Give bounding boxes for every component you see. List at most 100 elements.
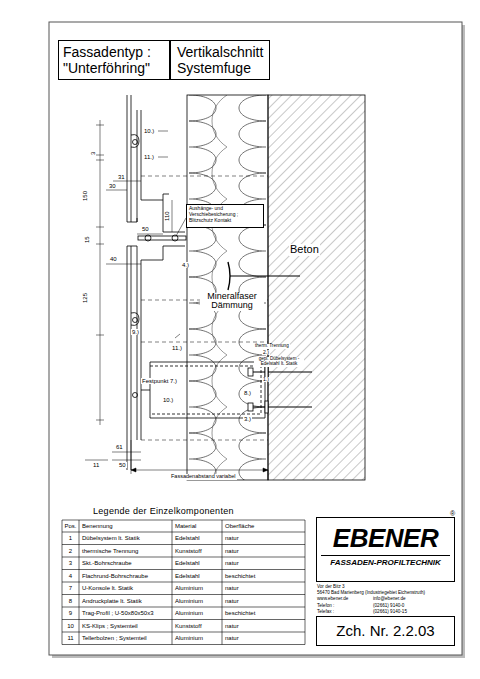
table-line: [62, 544, 305, 545]
box-text: EBENER: [321, 524, 450, 553]
drawing-label: gepl. Dübelsystem - Edelstahl lt. Statik: [254, 357, 304, 367]
table-line: [172, 520, 173, 645]
dimension: 31: [117, 174, 126, 180]
address-line: (02661) 9140-15: [372, 610, 408, 615]
table-cell: 8: [68, 598, 73, 604]
table-cell: 11: [66, 635, 74, 641]
table-cell: 7: [68, 585, 73, 591]
callout-number: 2.): [262, 350, 270, 355]
drawing-label: Mineralfaser Dämmung: [200, 292, 264, 311]
dimension: 61: [115, 444, 124, 450]
table-header: Material: [174, 523, 197, 529]
address-line: Telefon :: [316, 604, 335, 609]
table-line: [62, 532, 305, 533]
table-cell: natur: [224, 598, 240, 604]
drawing-label: therm. Trennung: [254, 344, 290, 349]
box-text: Zch. Nr. 2.2.03: [321, 622, 450, 639]
address-line: info@ebener.de: [372, 597, 407, 602]
callout-number: 3.): [243, 416, 252, 422]
table-cell: Aluminium: [174, 598, 204, 604]
dimension: 40: [109, 256, 118, 262]
callout-number: 10.): [143, 128, 155, 134]
drawing-label: Fassadenabstand variabel: [170, 474, 237, 480]
table-cell: Kunststoff: [174, 623, 203, 629]
dimension: 11: [92, 462, 100, 468]
company-logo: EBENER FASSADEN-PROFILTECHNIK: [316, 517, 455, 582]
table-line: [62, 619, 305, 620]
table-cell: natur: [224, 548, 240, 554]
dimension: 15: [84, 235, 90, 244]
dimension: 30: [108, 183, 117, 189]
table-cell: KS-Klips ; Systemteil: [81, 623, 139, 629]
table-cell: Edelstahl: [174, 573, 201, 579]
drawing-label: Beton: [289, 244, 320, 256]
table-line: [62, 557, 305, 558]
table-line: [62, 644, 305, 645]
dimension: 3: [90, 151, 96, 156]
title-cell: Fassadentyp : "Unterföhring": [58, 40, 170, 80]
callout-number: Festpunkt 7.): [141, 378, 178, 384]
table-header: Oberfläche: [224, 523, 255, 529]
dimension: 150: [82, 190, 88, 202]
table-cell: Tellerbolzen ; Systemteil: [81, 635, 148, 641]
table-cell: beschichtet: [224, 573, 256, 579]
table-cell: natur: [224, 585, 240, 591]
table-line: [222, 520, 223, 645]
address-line: Vor der Bitz 3: [316, 585, 346, 590]
table-line: [62, 594, 305, 595]
table-cell: Aluminium: [174, 610, 204, 616]
callout-box: Aushänge- und Verschiebesicherung ; Blit…: [186, 204, 264, 228]
table-cell: Aluminium: [174, 635, 204, 641]
table-cell: 9: [68, 610, 73, 616]
address-line: www.ebener.de: [316, 597, 349, 602]
box-subtext: FASSADEN-PROFILTECHNIK: [321, 555, 450, 567]
legend-title: Legende der Einzelkomponenten: [92, 507, 235, 516]
callout-number: 10.): [162, 397, 174, 403]
table-cell: natur: [224, 535, 240, 541]
table-cell: Andruckplatte lt. Statik: [81, 598, 143, 604]
table-cell: Skt.-Bohrschraube: [81, 560, 133, 566]
table-line: [62, 520, 305, 521]
drawing-label: ®: [449, 510, 456, 517]
callout-number: 11.): [143, 154, 155, 160]
table-cell: natur: [224, 635, 240, 641]
address-line: (02661) 9140-0: [372, 604, 405, 609]
title-cell: Vertikalschnitt Systemfuge: [170, 40, 270, 80]
callout-number: 1.): [262, 377, 270, 382]
table-line: [62, 632, 305, 633]
table-line: [62, 607, 305, 608]
table-cell: beschichtet: [224, 610, 256, 616]
table-line: [62, 569, 305, 570]
callout-number: 4.): [181, 262, 190, 268]
table-cell: 10: [66, 623, 75, 629]
table-cell: Trag-Profil ; U-50x80x50x3: [81, 610, 154, 616]
table-line: [62, 582, 305, 583]
table-cell: Flachrund-Bohrschraube: [81, 573, 149, 579]
table-cell: 2: [68, 548, 73, 554]
table-line: [79, 520, 80, 645]
box-text: Vertikalschnitt Systemfuge: [177, 44, 263, 76]
address-line: Telefax :: [316, 610, 335, 615]
table-cell: 3: [68, 560, 73, 566]
address-line: 56470 Bad Marienberg (Industriegebiet Ei…: [316, 591, 426, 596]
dimension: 110: [164, 210, 170, 222]
drawing-number-box: Zch. Nr. 2.2.03: [316, 616, 455, 646]
callout-number: 9.): [131, 329, 140, 335]
table-cell: Edelstahl: [174, 535, 201, 541]
box-text: Fassadentyp : "Unterföhring": [63, 44, 165, 76]
table-cell: Edelstahl: [174, 560, 201, 566]
table-cell: 4: [68, 573, 73, 579]
dimension: 50: [141, 226, 150, 232]
callout-number: 8.): [243, 390, 252, 396]
box-text: Aushänge- und Verschiebesicherung ; Blit…: [189, 206, 261, 223]
table-cell: natur: [224, 623, 240, 629]
table-cell: Dübelsystem lt. Statik: [81, 535, 141, 541]
callout-number: 11.): [171, 345, 183, 351]
table-cell: natur: [224, 560, 240, 566]
table-cell: thermische Trennung: [81, 548, 139, 554]
table-cell: Kunststoff: [174, 548, 203, 554]
table-cell: Aluminium: [174, 585, 204, 591]
table-cell: U-Konsole lt. Statik: [81, 585, 134, 591]
dimension: 125: [82, 292, 88, 304]
table-header: Benennung: [81, 523, 114, 529]
